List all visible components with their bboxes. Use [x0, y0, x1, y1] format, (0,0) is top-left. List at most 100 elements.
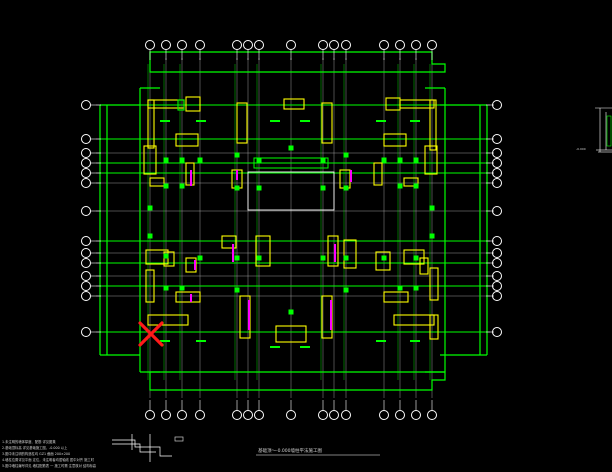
wall-column: [255, 235, 271, 267]
column-node: [343, 287, 349, 293]
axis-bubble-top: [195, 40, 205, 50]
column-node: [381, 157, 387, 163]
axis-bubble-left: [81, 327, 91, 337]
wall-stub: [196, 340, 206, 342]
axis-bubble-left: [81, 271, 91, 281]
wall-stub: [376, 120, 386, 122]
right-annotation: -0.000: [576, 147, 586, 151]
accent-mark: [236, 170, 238, 180]
column-node: [163, 285, 169, 291]
axis-bubble-right: [492, 291, 502, 301]
column-node: [429, 205, 435, 211]
drawing-title-block: 基础顶～-0.000墙柱平法施工图: [256, 447, 380, 456]
axis-bubble-right: [492, 248, 502, 258]
axis-bubble-bottom: [329, 410, 339, 420]
wall-column: [429, 314, 439, 340]
axis-bubble-right: [492, 236, 502, 246]
axis-bubble-bottom: [318, 410, 328, 420]
column-node: [413, 157, 419, 163]
wall-column: [143, 145, 157, 175]
axis-bubble-top: [232, 40, 242, 50]
axis-bubble-bottom: [379, 410, 389, 420]
axis-bubble-bottom: [195, 410, 205, 420]
column-node: [413, 183, 419, 189]
column-node: [413, 255, 419, 261]
wall-column: [185, 96, 201, 112]
axis-bubble-top: [254, 40, 264, 50]
wall-stub: [160, 340, 170, 342]
axis-bubble-left: [81, 148, 91, 158]
axis-bubble-bottom: [161, 410, 171, 420]
foundation-outline: [99, 51, 488, 391]
column-node: [234, 255, 240, 261]
axis-bubble-bottom: [232, 410, 242, 420]
axis-bubble-bottom: [341, 410, 351, 420]
column-node: [320, 185, 326, 191]
axis-bubble-bottom: [254, 410, 264, 420]
wall-stub: [300, 346, 310, 348]
column-node: [381, 255, 387, 261]
axis-bubble-left: [81, 236, 91, 246]
axis-bubble-top: [329, 40, 339, 50]
axis-bubble-left: [81, 134, 91, 144]
column-node: [163, 157, 169, 163]
note-1: 1.未注明的墙体厚度、配筋 详见图集: [2, 439, 56, 444]
axis-bubble-bottom: [145, 410, 155, 420]
axis-bubble-right: [492, 134, 502, 144]
axis-bubble-right: [492, 100, 502, 110]
wall-column: [399, 99, 435, 109]
wall-column: [403, 249, 425, 265]
accent-mark: [190, 294, 192, 302]
column-node: [397, 183, 403, 189]
axis-bubble-top: [395, 40, 405, 50]
adjacent-detail-fragment: [595, 107, 612, 153]
wall-column: [145, 269, 155, 303]
column-node: [413, 285, 419, 291]
axis-bubble-right: [492, 148, 502, 158]
axis-bubble-right: [492, 158, 502, 168]
axis-bubble-left: [81, 100, 91, 110]
error-marker-icon[interactable]: [138, 321, 164, 347]
courtyard-beam: [253, 157, 329, 169]
column-node: [256, 255, 262, 261]
axis-bubble-right: [492, 281, 502, 291]
column-node: [256, 185, 262, 191]
accent-mark: [350, 170, 352, 182]
axis-bubble-bottom: [286, 410, 296, 420]
wall-column-elements: [143, 96, 439, 348]
general-notes: 1.未注明的墙体厚度、配筋 详见图集 2.基础顶标高 详见基础施工图，-0.00…: [2, 439, 97, 468]
axis-bubble-right: [492, 271, 502, 281]
wall-stub: [196, 120, 206, 122]
note-2: 2.基础顶标高 详见基础施工图，-0.000 以上: [2, 445, 68, 450]
column-node: [179, 157, 185, 163]
column-node: [234, 185, 240, 191]
axis-bubble-right: [492, 206, 502, 216]
axis-bubble-top: [243, 40, 253, 50]
accent-mark: [334, 244, 336, 262]
column-node: [288, 309, 294, 315]
axis-bubble-bottom: [395, 410, 405, 420]
column-node: [397, 157, 403, 163]
wall-column: [221, 235, 237, 249]
column-node: [179, 183, 185, 189]
wall-column: [373, 162, 383, 186]
axis-bubble-left: [81, 178, 91, 188]
column-node: [197, 255, 203, 261]
wall-column: [424, 145, 438, 175]
axis-bubble-top: [161, 40, 171, 50]
column-node: [163, 253, 169, 259]
column-node: [288, 145, 294, 151]
wall-column: [175, 133, 199, 147]
axis-bubble-right: [492, 168, 502, 178]
wall-column: [147, 314, 189, 326]
wall-column: [275, 325, 307, 343]
axis-bubble-right: [492, 258, 502, 268]
accent-mark: [330, 300, 332, 330]
axis-bubble-top: [341, 40, 351, 50]
axis-bubble-left: [81, 158, 91, 168]
wall-stub: [160, 120, 170, 122]
wall-stub: [410, 120, 420, 122]
column-node: [343, 185, 349, 191]
